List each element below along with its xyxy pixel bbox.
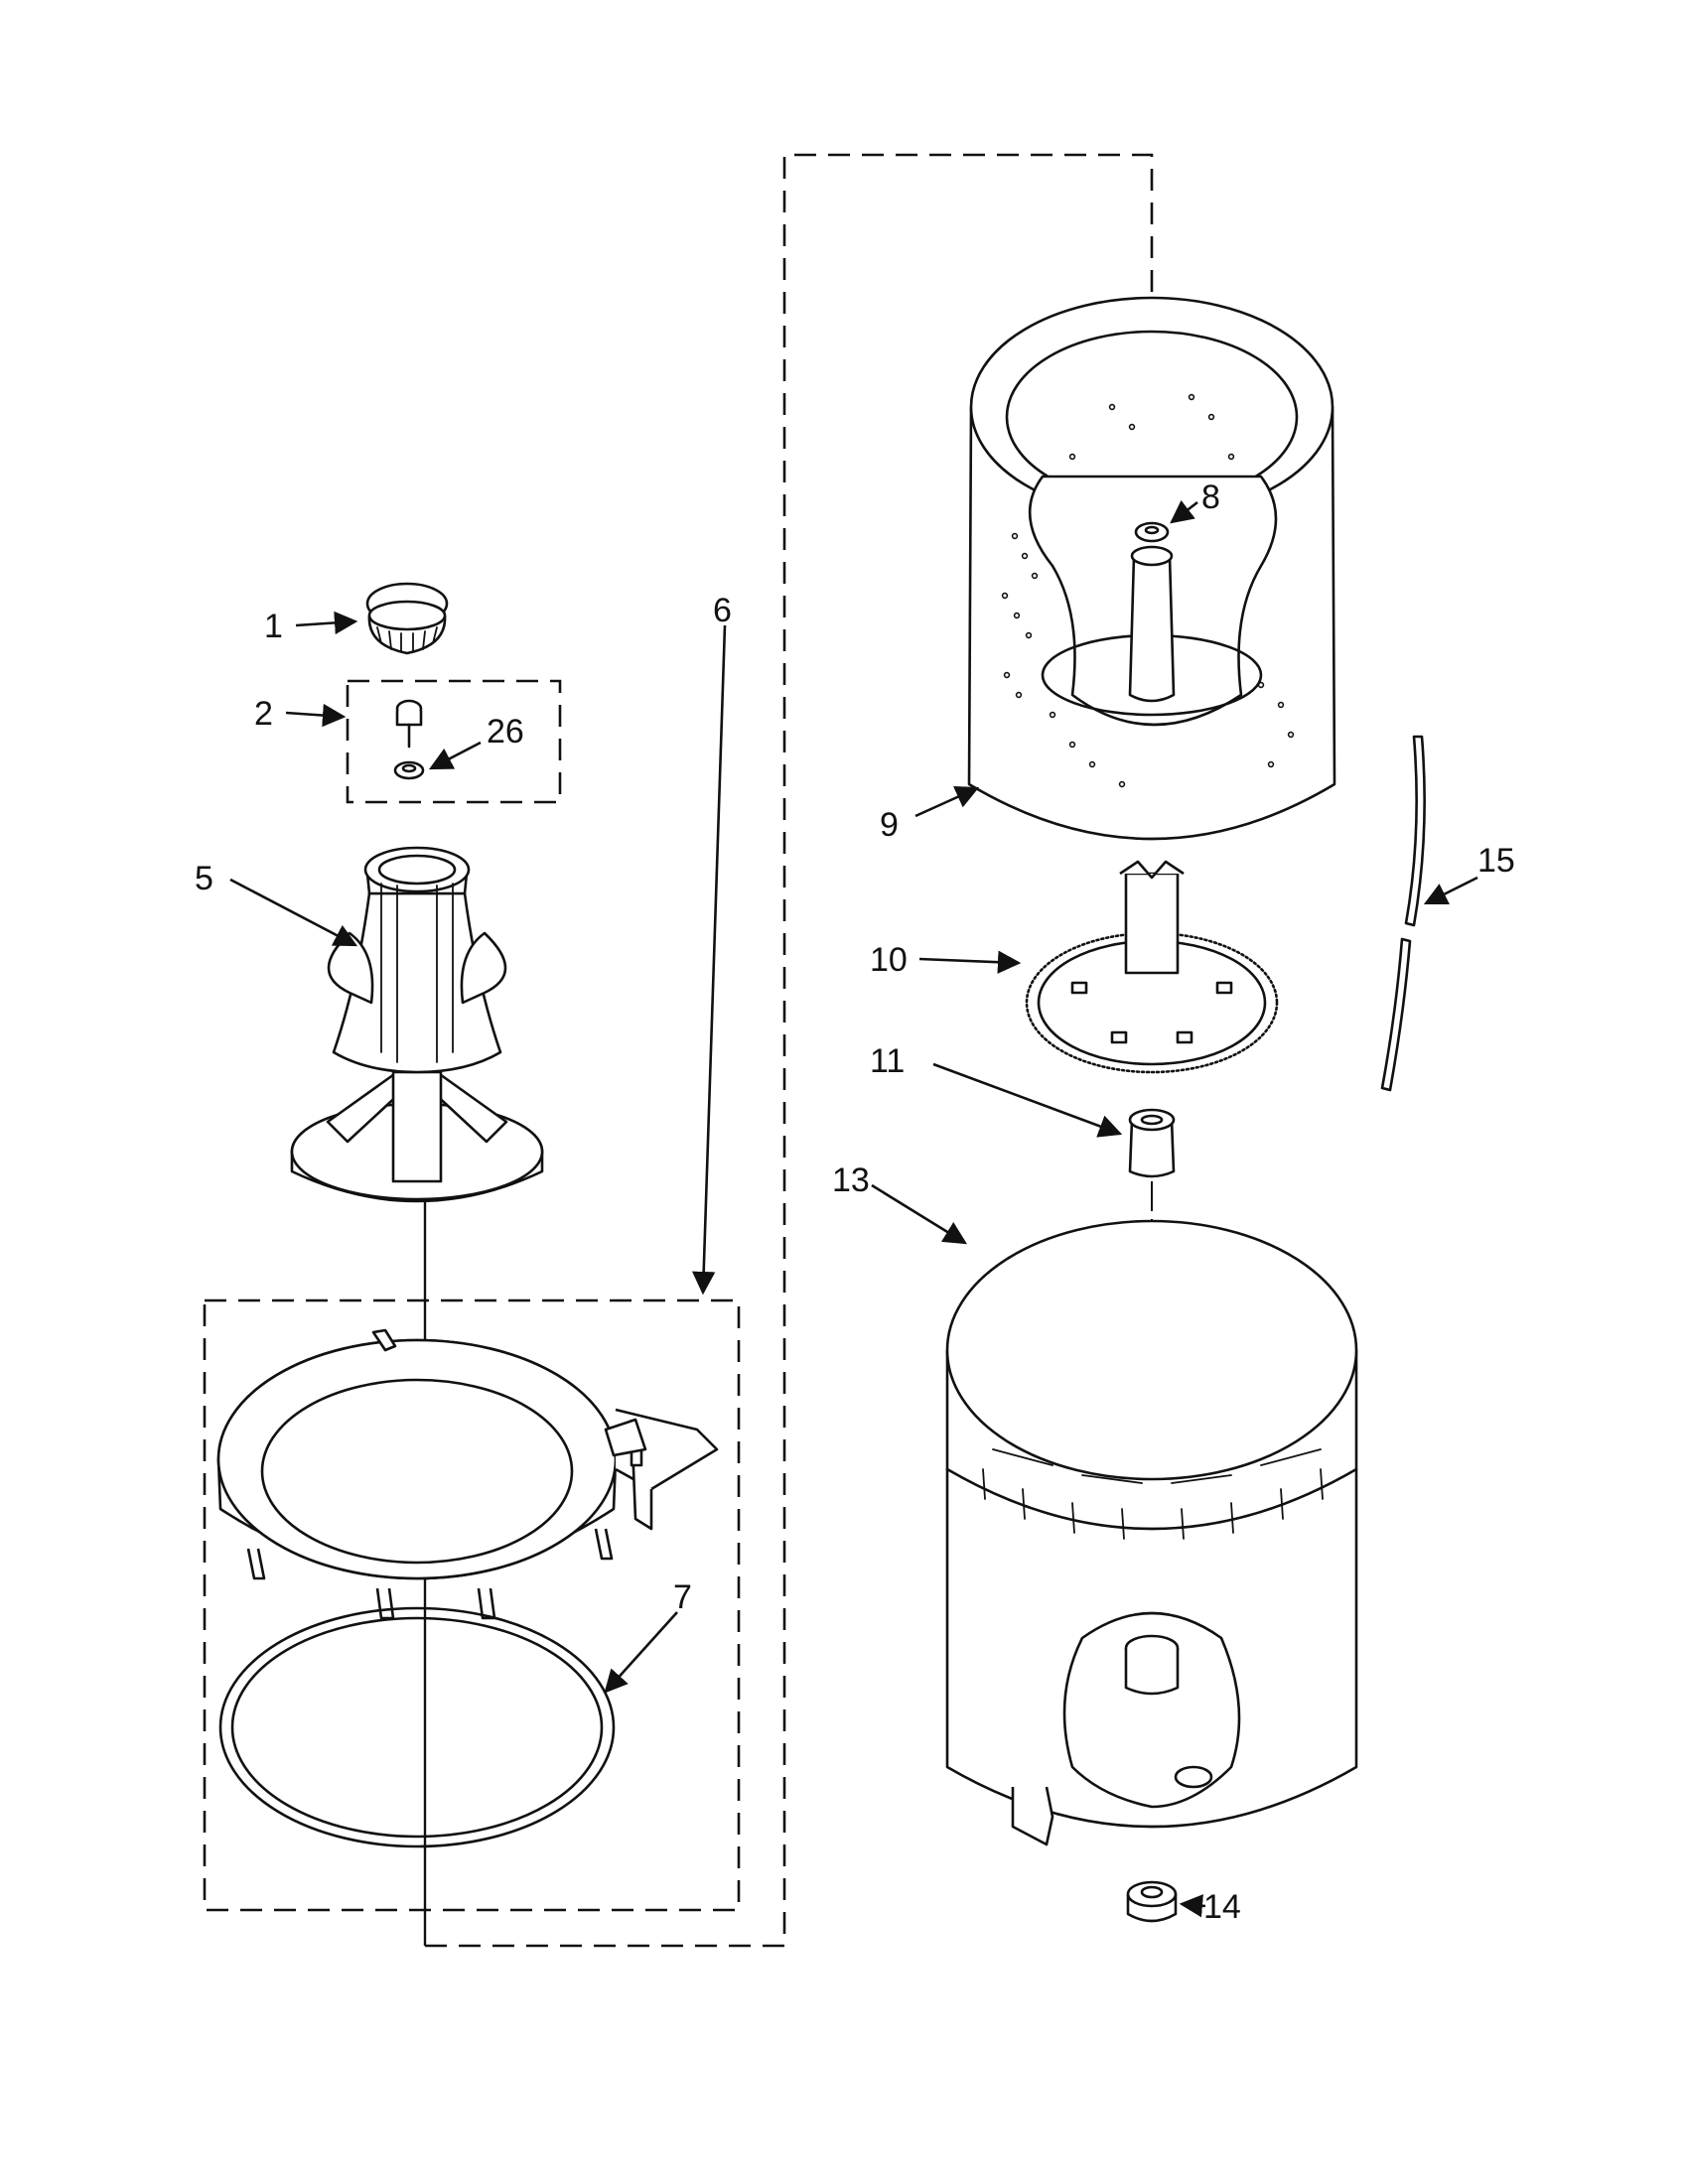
arrow-8 — [1170, 499, 1198, 524]
callout-15: 15 — [1477, 842, 1515, 880]
callout-1: 1 — [264, 608, 283, 645]
callout-5: 5 — [195, 860, 213, 897]
part-14-tub-nut — [1126, 1880, 1178, 1923]
callout-11: 13 — [832, 1161, 870, 1199]
arrow-13 — [932, 1062, 1123, 1138]
arrow-11 — [871, 1183, 967, 1245]
callout-13: 11 — [870, 1042, 905, 1080]
arrow-10 — [918, 950, 1022, 974]
callout-8: 8 — [1201, 478, 1220, 516]
arrow-5 — [229, 878, 358, 947]
callout-14: 14 — [1203, 1888, 1241, 1926]
arrow-14 — [1179, 1894, 1206, 1918]
callout-9: 9 — [880, 806, 899, 844]
part-9-spin-basket — [967, 296, 1336, 841]
arrow-9 — [914, 786, 980, 818]
part-7-seal-ring — [218, 1606, 616, 1848]
callout-2: 2 — [254, 695, 273, 733]
part-2-kit-box — [346, 679, 562, 804]
part-15-hose — [1380, 735, 1426, 1092]
part-26-washer — [393, 760, 425, 780]
arrow-6 — [691, 624, 727, 1296]
part-8-hub-nut — [1134, 521, 1170, 543]
arrow-15 — [1423, 876, 1478, 905]
arrow-7 — [604, 1611, 678, 1694]
part-6-tub-ring — [216, 1328, 719, 1620]
part-11-outer-tub — [945, 1219, 1358, 1846]
assembly-route-line — [425, 153, 1154, 1948]
part-2-bolt — [395, 699, 423, 749]
callout-26: 26 — [487, 713, 524, 751]
arrow-1 — [295, 611, 358, 635]
part-1-agitator-cap — [365, 582, 449, 655]
part-10-drive-plate — [1025, 860, 1279, 1074]
callout-6: 6 — [713, 592, 732, 629]
arrow-26 — [428, 741, 482, 770]
part-5-agitator — [290, 846, 544, 1203]
arrow-2 — [285, 703, 347, 728]
part-13-drive-block — [1128, 1108, 1176, 1178]
callout-10: 10 — [870, 941, 908, 979]
callout-7: 7 — [673, 1578, 692, 1616]
